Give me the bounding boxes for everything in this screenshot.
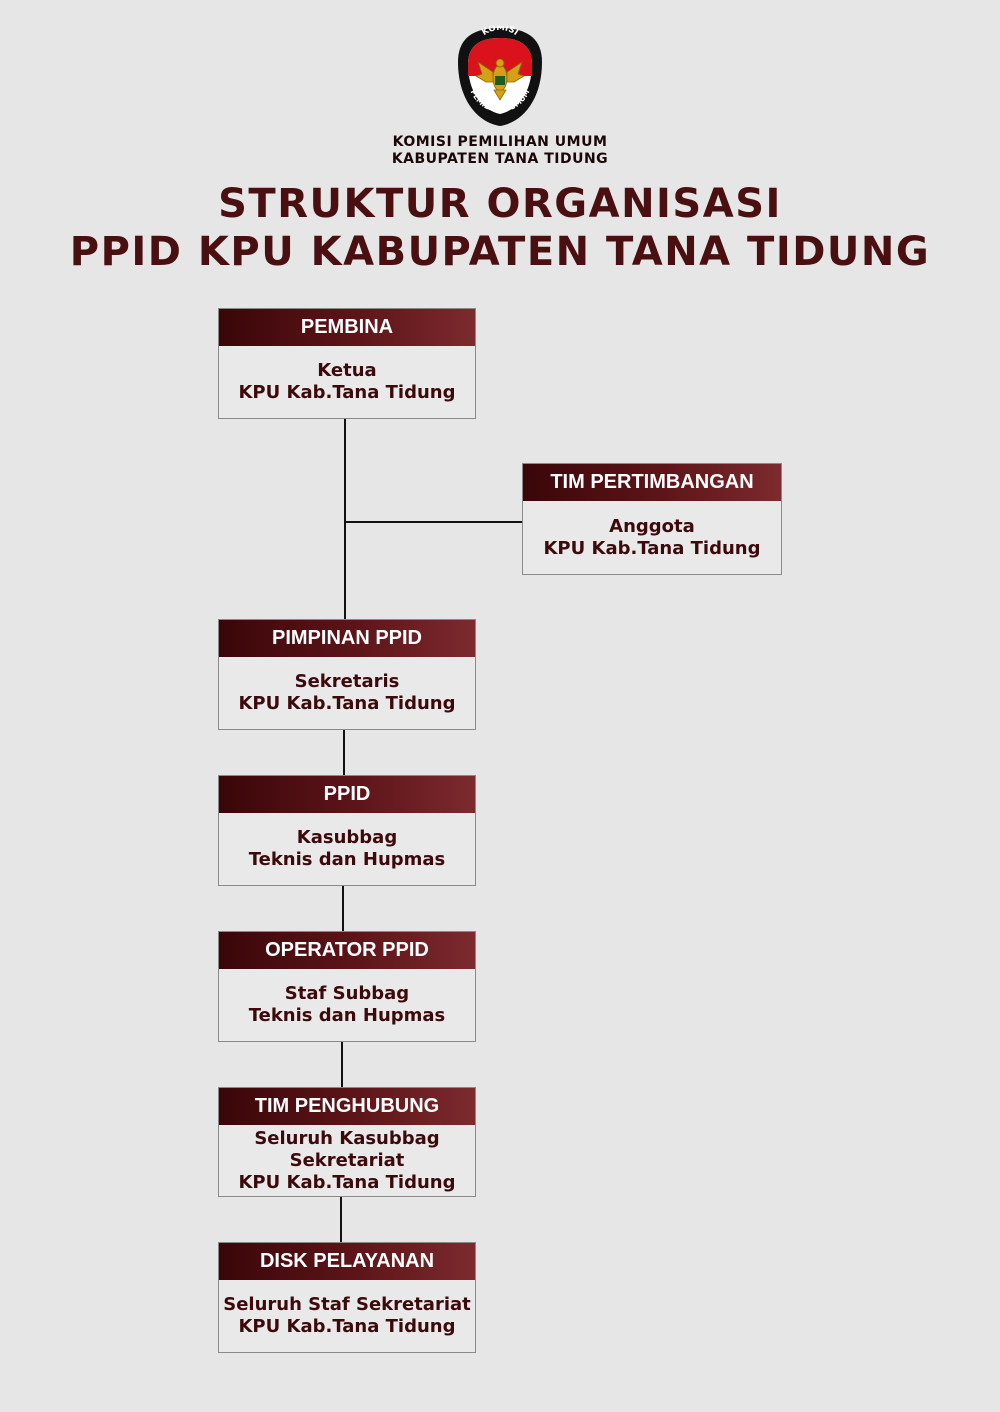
kpu-logo: KOMISI PEMILIHAN UMUM <box>454 23 546 128</box>
box-pembina: PEMBINA Ketua KPU Kab.Tana Tidung <box>218 308 476 419</box>
box-tim-pertimbangan: TIM PERTIMBANGAN Anggota KPU Kab.Tana Ti… <box>522 463 782 575</box>
page-title-line2: PPID KPU KABUPATEN TANA TIDUNG <box>69 229 931 275</box>
box-line: KPU Kab.Tana Tidung <box>238 693 456 714</box>
box-title: TIM PERTIMBANGAN <box>523 464 781 501</box>
box-operator-ppid: OPERATOR PPID Staf Subbag Teknis dan Hup… <box>218 931 476 1042</box>
box-line: KPU Kab.Tana Tidung <box>238 1316 456 1337</box>
box-title: DISK PELAYANAN <box>219 1243 475 1280</box>
box-title: PIMPINAN PPID <box>219 620 475 657</box>
box-line: Ketua <box>317 360 377 381</box>
box-content: Seluruh Staf Sekretariat KPU Kab.Tana Ti… <box>219 1280 475 1352</box>
box-tim-penghubung: TIM PENGHUBUNG Seluruh Kasubbag Sekretar… <box>218 1087 476 1197</box>
box-ppid: PPID Kasubbag Teknis dan Hupmas <box>218 775 476 886</box>
box-line: Seluruh Staf Sekretariat <box>223 1294 471 1315</box>
box-title: TIM PENGHUBUNG <box>219 1088 475 1125</box>
box-line: Teknis dan Hupmas <box>248 849 446 870</box>
box-line: KPU Kab.Tana Tidung <box>238 382 456 403</box>
page-title-line1: STRUKTUR ORGANISASI <box>218 181 782 227</box>
connector-pembina-pimpinan <box>344 418 346 620</box>
connector-tim-pertimbangan <box>345 521 523 523</box>
box-disk-pelayanan: DISK PELAYANAN Seluruh Staf Sekretariat … <box>218 1242 476 1353</box>
box-line: Seluruh Kasubbag <box>254 1127 440 1149</box>
box-content: Kasubbag Teknis dan Hupmas <box>219 813 475 885</box>
box-content: Anggota KPU Kab.Tana Tidung <box>523 501 781 574</box>
box-line: Kasubbag <box>296 827 398 848</box>
org-name-line2: KABUPATEN TANA TIDUNG <box>391 151 609 167</box>
box-content: Staf Subbag Teknis dan Hupmas <box>219 969 475 1041</box>
box-title: PPID <box>219 776 475 813</box>
org-name-line1: KOMISI PEMILIHAN UMUM <box>392 134 608 150</box>
box-content: Sekretaris KPU Kab.Tana Tidung <box>219 657 475 729</box>
box-pimpinan-ppid: PIMPINAN PPID Sekretaris KPU Kab.Tana Ti… <box>218 619 476 730</box>
box-line: Sekretaris <box>294 671 400 692</box>
connector-pimpinan-ppid <box>343 729 345 776</box>
box-title: PEMBINA <box>219 309 475 346</box>
box-line: Sekretariat <box>289 1149 405 1171</box>
box-content: Ketua KPU Kab.Tana Tidung <box>219 346 475 418</box>
box-line: KPU Kab.Tana Tidung <box>543 537 761 559</box>
connector-operator-penghubung <box>341 1041 343 1088</box>
box-line: Teknis dan Hupmas <box>248 1005 446 1026</box>
box-line: Staf Subbag <box>284 983 410 1004</box>
box-content: Seluruh Kasubbag Sekretariat KPU Kab.Tan… <box>219 1125 475 1196</box>
box-line: KPU Kab.Tana Tidung <box>238 1171 456 1193</box>
box-title: OPERATOR PPID <box>219 932 475 969</box>
connector-penghubung-disk <box>340 1196 342 1243</box>
logo-text-top: KOMISI <box>480 26 520 38</box>
connector-ppid-operator <box>342 885 344 932</box>
box-line: Anggota <box>609 515 695 537</box>
